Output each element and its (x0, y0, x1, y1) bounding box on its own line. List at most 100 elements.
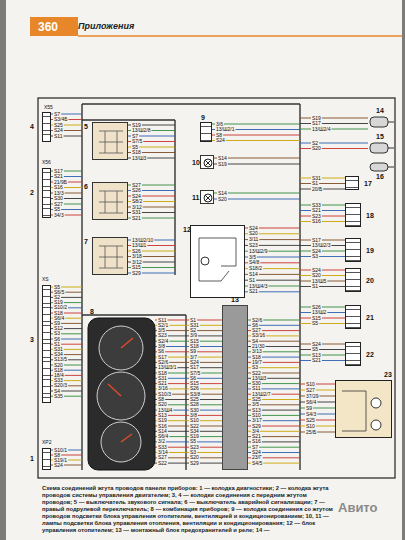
wire-code: S21 (252, 434, 261, 439)
callout-number: 7 (84, 238, 88, 245)
component-box: 3 (42, 285, 51, 403)
wire (168, 447, 186, 448)
wire (51, 136, 53, 137)
wire (245, 274, 248, 275)
wire (51, 114, 53, 115)
wire-code: 13/3 (54, 191, 64, 196)
connector-name: XP2 (42, 440, 51, 445)
wire (248, 330, 251, 331)
wire (186, 436, 189, 437)
wire (300, 402, 305, 403)
wire (268, 286, 300, 287)
wire (200, 420, 222, 421)
component-symbol (346, 239, 362, 263)
wire-code: S20 (249, 231, 258, 236)
wire (313, 408, 335, 409)
lamp-symbol (371, 420, 381, 430)
component-symbol (88, 318, 155, 470)
wire (51, 344, 53, 345)
wire-code: S4/5 (252, 461, 262, 466)
callout-number: 3 (30, 336, 34, 343)
callout-number: 8 (90, 308, 94, 315)
wire (300, 275, 311, 276)
sensor-tip (388, 167, 394, 168)
wire (259, 341, 300, 342)
wire-group (51, 104, 368, 470)
wire-code: S20 (218, 197, 227, 202)
wire (245, 239, 248, 240)
component-box: 11 (200, 190, 214, 204)
wire (200, 447, 222, 448)
wire-code: S24 (216, 138, 225, 143)
wire (64, 187, 82, 188)
wire (169, 388, 186, 389)
wire (51, 365, 53, 366)
wire (186, 346, 189, 347)
wire (128, 147, 131, 148)
wire-code: 23/Г (252, 455, 262, 460)
gauge-dial (97, 372, 145, 420)
wire-code: 3/7 (190, 355, 197, 360)
wire (64, 349, 82, 350)
wire (128, 196, 131, 197)
wire (262, 426, 300, 427)
component-box: 9 (200, 122, 212, 142)
wire (259, 447, 300, 448)
wire (128, 240, 131, 241)
wire (248, 457, 251, 458)
wire-code: S33 (312, 203, 321, 208)
wire (128, 207, 131, 208)
wire (61, 114, 82, 115)
figure-caption: Схема соединений жгута проводов панели п… (42, 485, 334, 534)
component-box: 14 (368, 116, 390, 128)
wire (248, 388, 251, 389)
wire (51, 119, 53, 120)
wire-code: S20 (312, 146, 321, 151)
wire-code: S10/3 (158, 392, 171, 397)
header-rule (78, 35, 402, 37)
component-box: 12 (190, 225, 245, 298)
wire (169, 452, 186, 453)
callout-number: 20 (366, 277, 374, 284)
wire (186, 357, 189, 358)
wire-code: S15 (312, 316, 321, 321)
wire (51, 125, 53, 126)
sensor-body (370, 163, 388, 171)
wire-code: S18/2 (249, 266, 262, 271)
wire-code: S22 (158, 461, 167, 466)
wire (51, 292, 53, 293)
wire-code: S24 (132, 194, 141, 199)
wire-code: S7/5 (132, 139, 142, 144)
switch-circuit (342, 391, 366, 431)
wire-code: 21/30 (252, 344, 265, 349)
wire-code: S9 (190, 349, 196, 354)
wire (300, 256, 311, 257)
wire (51, 370, 53, 371)
wire-code: S21 (312, 208, 321, 213)
wire-code: 34/3 (54, 213, 64, 218)
wire-code: S18 (132, 150, 141, 155)
wire-code: 3/14 (158, 450, 168, 455)
component-box: 10 (200, 155, 214, 169)
wire (248, 383, 251, 384)
switch-contacts (99, 131, 123, 153)
wire (300, 420, 305, 421)
wire (300, 344, 311, 345)
wire-code: S29 (190, 461, 199, 466)
wire-code: S19 (190, 434, 199, 439)
component-symbol (336, 381, 393, 439)
wire-code: 19/7 (252, 360, 262, 365)
wire-code: 13/Ш4/3 (249, 284, 267, 289)
wire (142, 212, 175, 213)
wire-code: S21 (249, 289, 258, 294)
harness-frame (38, 98, 395, 478)
wire (245, 245, 248, 246)
connector-name: X56 (42, 160, 51, 165)
wire-code: S31 (190, 323, 199, 328)
wire (262, 383, 300, 384)
wire (142, 218, 175, 219)
lamp-symbol (204, 194, 212, 202)
wire (300, 355, 311, 356)
callout-number: 15 (376, 133, 384, 140)
wire (128, 141, 131, 142)
